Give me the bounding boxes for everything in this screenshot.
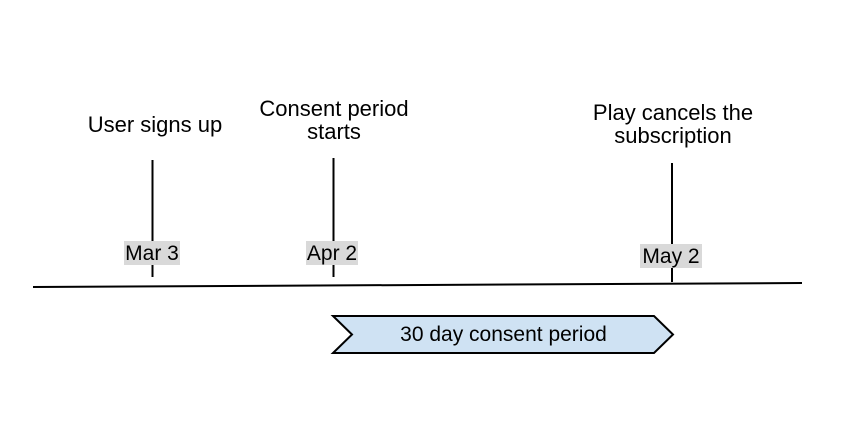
event-label-consent-period-starts: Consent period starts (259, 96, 409, 144)
consent-period-banner-label: 30 day consent period (400, 322, 607, 346)
event-label-play-cancels-subscription: Play cancels the subscription (592, 100, 754, 148)
event-label-user-signs-up: User signs up (87, 112, 223, 137)
date-label-apr2: Apr 2 (306, 241, 358, 265)
consent-period-banner-shape (330, 315, 675, 354)
timeline-axis-line (32, 282, 803, 288)
date-label-mar3: Mar 3 (124, 241, 180, 265)
date-label-may2: May 2 (640, 244, 702, 268)
